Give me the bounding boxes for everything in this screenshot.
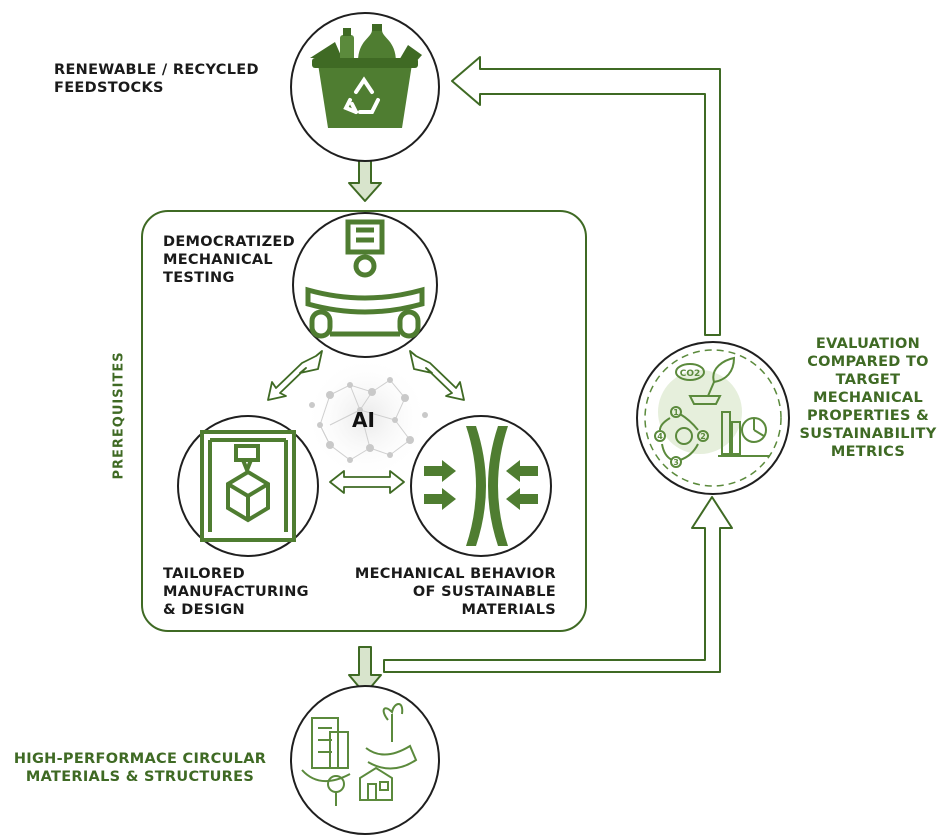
prerequisites-label: PREREQUISITES <box>111 351 127 480</box>
behavior-label: MECHANICAL BEHAVIOR OF SUSTAINABLE MATER… <box>354 566 556 618</box>
sustainability-metrics-icon <box>654 356 770 468</box>
co2-label: CO2 <box>680 369 701 379</box>
recycling-bin-icon <box>310 24 422 128</box>
arrow-evaluation-to-feedstocks <box>451 56 721 336</box>
step-label-2: 2 <box>700 432 706 441</box>
mechanical-testing-icon <box>305 219 425 339</box>
3d-printer-icon <box>200 430 296 542</box>
arrow-output-to-evaluation <box>383 496 733 673</box>
feedstocks-label: RENEWABLE / RECYCLED FEEDSTOCKS <box>54 62 259 96</box>
prerequisites-frame <box>141 210 587 632</box>
step-label-4: 4 <box>657 432 663 441</box>
double-arrow-testing-behavior <box>409 350 465 401</box>
ai-network-graphic <box>305 356 429 480</box>
manufacturing-label: TAILORED MANUFACTURING & DESIGN <box>163 566 309 618</box>
feedstocks-node <box>290 12 440 162</box>
circular-materials-label: HIGH-PERFORMACE CIRCULAR MATERIALS & STR… <box>13 751 267 785</box>
evaluation-node: CO2 1 2 3 4 <box>636 341 790 495</box>
ai-label: AI <box>352 408 375 432</box>
testing-node <box>292 212 438 358</box>
double-arrow-manufacturing-behavior <box>329 470 405 494</box>
testing-label: DEMOCRATIZED MECHANICAL TESTING <box>163 234 295 286</box>
manufacturing-node <box>177 415 319 557</box>
evaluation-label: EVALUATION COMPARED TO TARGET MECHANICAL… <box>799 336 937 460</box>
circular-economy-icon <box>301 703 418 806</box>
arrow-feedstocks-to-frame <box>348 155 382 202</box>
step-label-3: 3 <box>673 458 679 467</box>
circular-materials-node <box>290 685 440 835</box>
compression-icon <box>424 426 538 546</box>
arrow-frame-to-circular <box>348 646 382 695</box>
recycle-icon <box>343 76 380 114</box>
double-arrow-testing-manufacturing <box>267 350 323 401</box>
step-label-1: 1 <box>673 408 679 417</box>
behavior-node <box>410 415 552 557</box>
